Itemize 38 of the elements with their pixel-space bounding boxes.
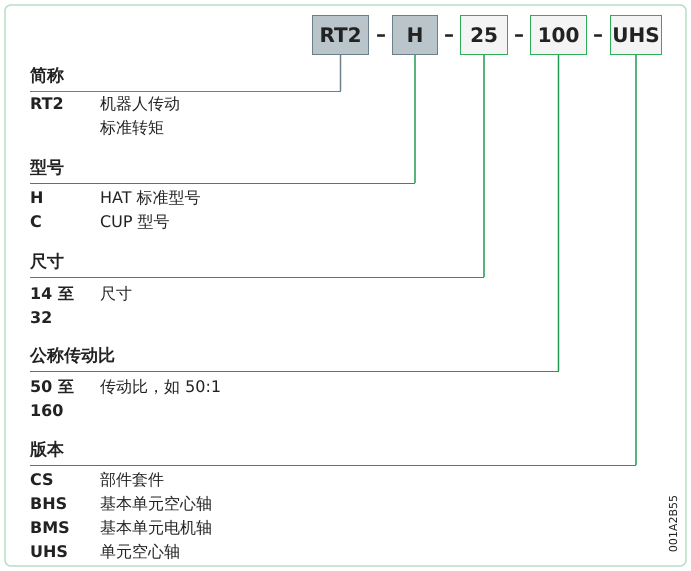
code-description: 单元空心轴 [100,541,181,563]
leader-line [483,55,485,278]
code-description: 基本单元空心轴 [100,493,213,515]
code-value: BHS [30,493,68,515]
section-heading: 版本 [30,438,636,466]
code-description: 尺寸 [100,283,133,305]
leader-line [635,55,637,466]
code-box: UHS [610,15,662,55]
code-value: C [30,211,43,233]
code-value: 14 至 32 [30,283,75,329]
code-value: RT2 [30,93,65,115]
code-description: 基本单元电机轴 [100,517,213,539]
leader-line [558,55,560,372]
separator-dash: – [443,22,455,46]
section-heading: 尺寸 [30,250,484,278]
code-box: 100 [530,15,587,55]
section-heading: 型号 [30,156,415,184]
code-value: CS [30,469,55,491]
code-description: 传动比，如 50:1 [100,376,222,398]
code-box: 25 [460,15,508,55]
code-description: CUP 型号 [100,211,171,233]
leader-line [414,55,416,184]
code-value: BMS [30,517,71,539]
code-value: 50 至 160 [30,376,75,422]
separator-dash: – [375,22,387,46]
code-description: 部件套件 [100,469,165,491]
separator-dash: – [592,22,604,46]
drawing-number: 001A2B55 [667,495,680,552]
code-description: 机器人传动标准转矩 [100,93,181,139]
section-heading: 简称 [30,64,340,92]
leader-line [340,55,342,92]
section-heading: 公称传动比 [30,344,558,372]
code-value: UHS [30,541,69,563]
code-box: H [392,15,438,55]
code-value: H [30,187,44,209]
code-box: RT2 [312,15,369,55]
code-description: HAT 标准型号 [100,187,202,209]
separator-dash: – [513,22,525,46]
